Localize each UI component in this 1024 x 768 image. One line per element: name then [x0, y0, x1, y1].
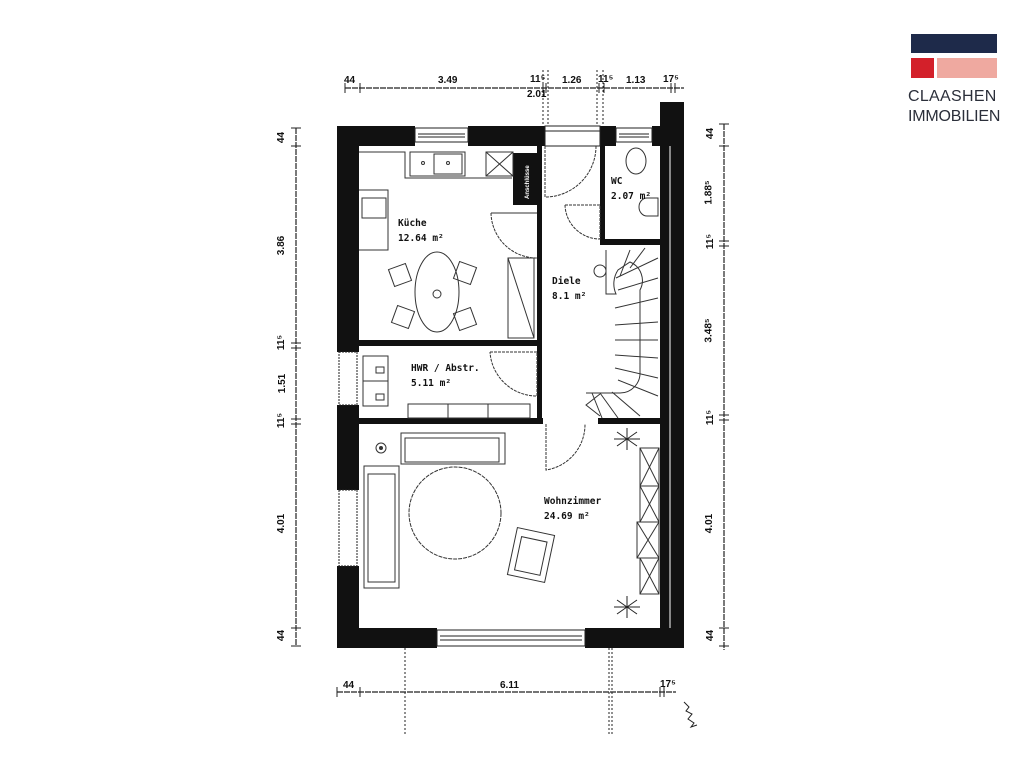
dim-left-0: 44 — [276, 131, 288, 144]
dim-top-5: 1.13 — [626, 75, 646, 86]
dim-top-4: 11⁵ — [598, 74, 614, 85]
room-name: Diele — [552, 276, 581, 287]
dim-top-0: 44 — [344, 75, 356, 86]
room-name: HWR / Abstr. — [411, 363, 480, 374]
room-area: 5.11 m² — [411, 378, 452, 389]
dim-left-6: 44 — [276, 629, 288, 642]
dim-left-5: 4.01 — [276, 513, 288, 534]
logo-red-block — [911, 58, 934, 78]
room-name: Wohnzimmer — [544, 496, 602, 507]
dim-right-2: 11⁵ — [705, 233, 717, 250]
room-diele: Diele 8.1 m² — [552, 274, 586, 304]
dim-left-1: 3.86 — [276, 235, 288, 256]
dim-bottom-1: 6.11 — [500, 680, 519, 691]
dim-top-3: 1.26 — [562, 75, 582, 86]
dim-right-1: 1.88⁵ — [703, 180, 715, 205]
dim-bottom-2: 17⁵ — [660, 679, 676, 690]
dim-left-4: 11⁵ — [276, 412, 288, 429]
logo-pink-block — [937, 58, 997, 78]
dim-left-3: 1.51 — [277, 373, 289, 394]
dim-top-6: 17⁵ — [663, 74, 679, 85]
logo-navy-bar — [911, 34, 997, 53]
room-wc: WC 2.07 m² — [611, 174, 651, 204]
brand-name: CLAASHEN — [908, 88, 997, 105]
room-wohnzimmer: Wohnzimmer 24.69 m² — [544, 494, 601, 524]
dim-right-5: 4.01 — [704, 513, 716, 534]
brand-subtitle: IMMOBILIEN — [908, 108, 1001, 125]
room-kueche: Küche 12.64 m² — [398, 216, 444, 246]
room-area: 8.1 m² — [552, 291, 587, 302]
connections-label: Anschlüsse — [525, 165, 531, 199]
dim-right-4: 11⁵ — [705, 409, 717, 426]
room-area: 2.07 m² — [611, 191, 652, 202]
dim-right-0: 44 — [705, 127, 717, 140]
dim-top-2: 11⁵ — [530, 74, 546, 85]
dim-right-3: 3.48⁵ — [703, 318, 715, 343]
dim-top-1: 3.49 — [438, 75, 458, 86]
room-name: WC — [611, 176, 623, 187]
dim-bottom-0: 44 — [343, 680, 355, 691]
room-hwr: HWR / Abstr. 5.11 m² — [411, 361, 480, 391]
dim-left-2: 11⁵ — [276, 334, 288, 351]
room-name: Küche — [398, 218, 427, 229]
dim-right-6: 44 — [705, 629, 717, 642]
room-area: 12.64 m² — [398, 233, 444, 244]
room-area: 24.69 m² — [544, 511, 590, 522]
dim-top-sub: 2.01 — [527, 89, 547, 100]
